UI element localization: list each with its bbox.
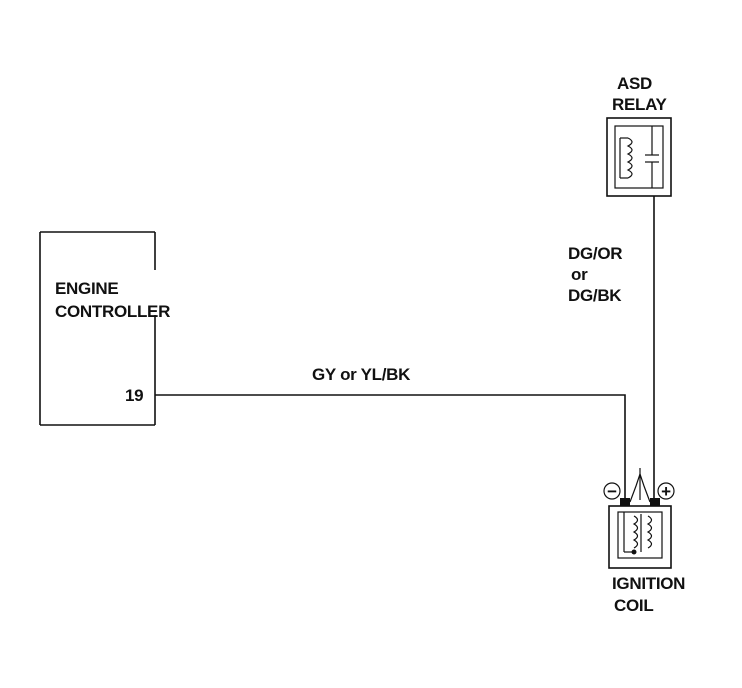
asd-relay-label-line2: RELAY [612, 95, 668, 114]
positive-terminal-icon [657, 482, 675, 500]
ignition-coil-label-line2: COIL [614, 596, 653, 615]
wire-relay-to-coil-label-line3: DG/BK [568, 286, 622, 305]
coil-terminal-block-left [620, 498, 630, 506]
wire-relay-to-coil: DG/OR or DG/BK [568, 196, 655, 500]
wire-controller-to-coil-line [155, 394, 626, 500]
asd-relay: ASD RELAY [606, 74, 672, 197]
negative-terminal-label: − [607, 482, 617, 501]
engine-controller: ENGINE CONTROLLER 19 [39, 231, 170, 426]
ignition-coil-box [608, 505, 672, 569]
negative-terminal-icon [603, 482, 621, 500]
asd-relay-inner-frame [614, 125, 664, 189]
ignition-coil-label-line1: IGNITION [612, 574, 685, 593]
wire-relay-to-coil-label-line1: DG/OR [568, 244, 622, 263]
relay-coil-icon [626, 137, 633, 179]
positive-terminal-label: + [661, 482, 671, 501]
asd-relay-label-line1: ASD [617, 74, 652, 93]
wire-controller-to-coil: GY or YL/BK [155, 365, 626, 500]
engine-controller-label-line2: CONTROLLER [55, 302, 170, 321]
wire-controller-to-coil-label: GY or YL/BK [312, 365, 411, 384]
asd-relay-box [606, 117, 672, 197]
ignition-coil: − + IGNITION COIL [603, 468, 685, 615]
engine-controller-pin-label: 19 [125, 386, 143, 405]
secondary-winding-icon [646, 515, 653, 549]
primary-winding-icon [632, 515, 639, 549]
engine-controller-label-line1: ENGINE [55, 279, 118, 298]
wire-relay-to-coil-label-line2: or [571, 265, 588, 284]
coil-terminal-block-right [650, 498, 660, 506]
ignition-coil-inner-frame [617, 511, 663, 559]
